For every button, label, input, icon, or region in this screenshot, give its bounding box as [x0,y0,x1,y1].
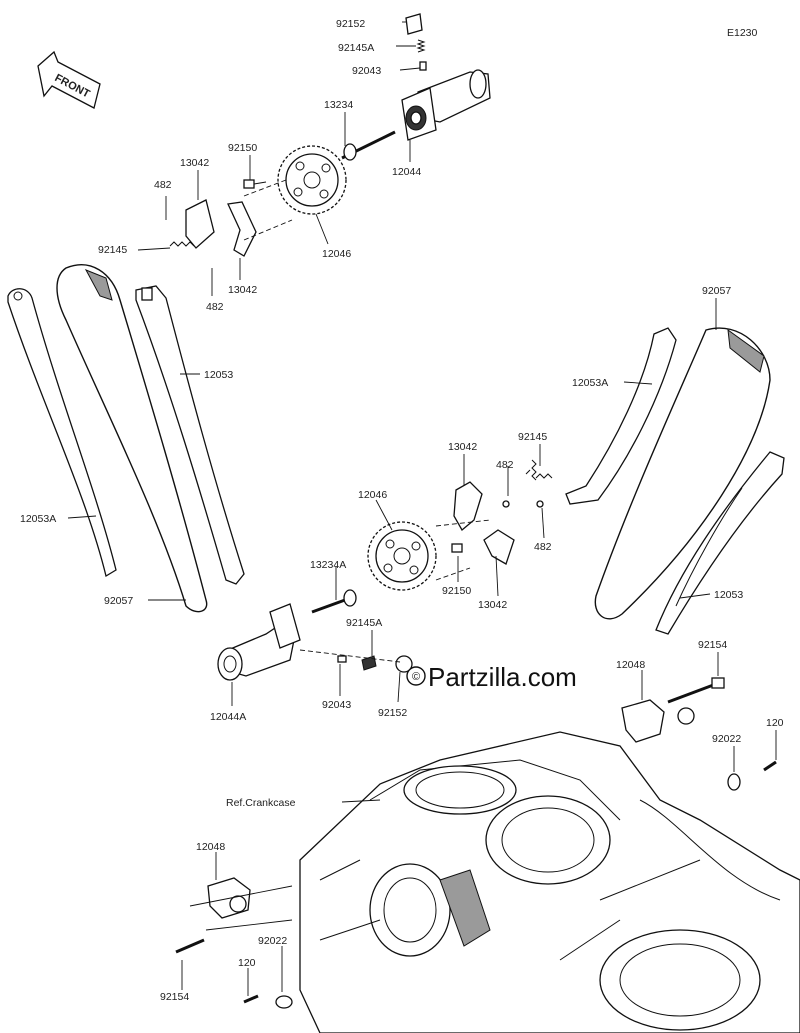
callout-92145-right[interactable]: 92145 [518,431,547,443]
leader-lines [67,21,777,996]
left-tensioner [175,877,293,1009]
watermark-text: Partzilla.com [428,662,577,692]
callout-12044a[interactable]: 12044A [210,711,246,723]
callout-12046-top[interactable]: 12046 [322,248,351,260]
callout-12053-right[interactable]: 12053 [714,589,743,601]
callout-12048-right[interactable]: 12048 [616,659,645,671]
callout-482-top-a[interactable]: 482 [154,179,172,191]
callout-92022-left[interactable]: 92022 [258,935,287,947]
callout-12044[interactable]: 12044 [392,166,421,178]
top-camshaft-assembly [169,13,491,257]
callout-12048-left[interactable]: 12048 [196,841,225,853]
callout-92154-right[interactable]: 92154 [698,639,727,651]
callout-12053a-right[interactable]: 12053A [572,377,608,389]
callout-13234a[interactable]: 13234A [310,559,346,571]
callout-92145-left[interactable]: 92145 [98,244,127,256]
callout-92043-top[interactable]: 92043 [352,65,381,77]
callout-92152-mid[interactable]: 92152 [378,707,407,719]
callout-12053a-left[interactable]: 12053A [20,513,56,525]
front-arrow-icon: FRONT [37,50,101,109]
ref-crankcase-label: Ref.Crankcase [226,797,296,809]
callout-92043-mid[interactable]: 92043 [322,699,351,711]
copyright-icon [406,666,426,686]
watermark: © Partzilla.com [406,662,577,692]
callout-120-left[interactable]: 120 [238,957,256,969]
middle-camshaft-assembly [217,459,553,681]
callout-13042-mid-a[interactable]: 13042 [448,441,477,453]
callout-92152-top[interactable]: 92152 [336,18,365,30]
callout-482-top-b[interactable]: 482 [206,301,224,313]
callout-12046-mid[interactable]: 12046 [358,489,387,501]
callout-482-mid-a[interactable]: 482 [496,459,514,471]
callout-13042-top-b[interactable]: 13042 [228,284,257,296]
callout-12053-left[interactable]: 12053 [204,369,233,381]
callout-92057-left[interactable]: 92057 [104,595,133,607]
callout-92150-top[interactable]: 92150 [228,142,257,154]
svg-text:©: © [412,671,420,683]
callout-13042-mid-b[interactable]: 13042 [478,599,507,611]
callout-92022-right[interactable]: 92022 [712,733,741,745]
callout-92154-left[interactable]: 92154 [160,991,189,1003]
callout-92057-right[interactable]: 92057 [702,285,731,297]
callout-13042-top-a[interactable]: 13042 [180,157,209,169]
crankcase [299,731,800,1033]
callout-92150-mid[interactable]: 92150 [442,585,471,597]
right-chain-guides [565,327,785,635]
callout-482-mid-b[interactable]: 482 [534,541,552,553]
left-chain-guides [7,264,245,613]
right-tensioner [621,677,777,791]
callout-120-right[interactable]: 120 [766,717,784,729]
diagram-code: E1230 [727,27,758,39]
callout-92145a-mid[interactable]: 92145A [346,617,382,629]
callout-labels: 92152 92145A 92043 13234 12044 92150 130… [20,18,784,1003]
callout-92145a-top[interactable]: 92145A [338,42,374,54]
callout-13234[interactable]: 13234 [324,99,353,111]
